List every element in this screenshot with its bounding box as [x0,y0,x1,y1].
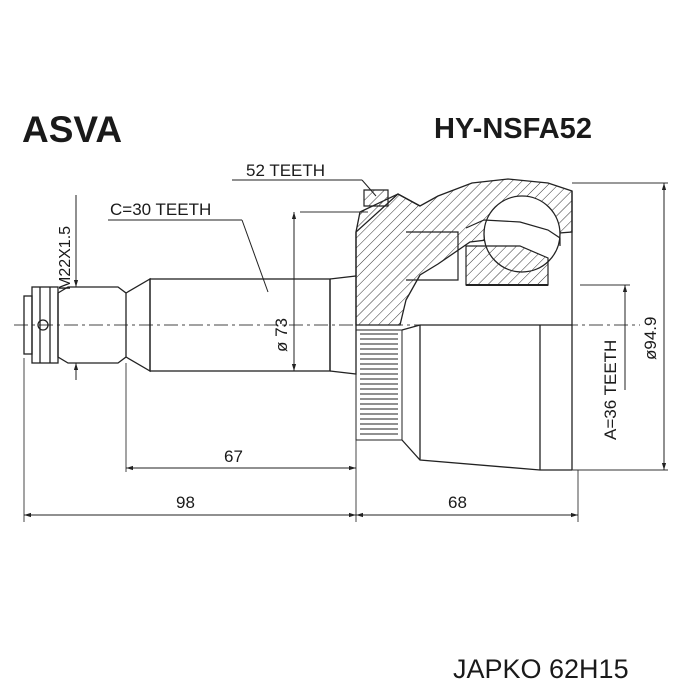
outer-housing [401,324,572,471]
extension-lines [23,182,668,522]
threaded-end [23,277,151,373]
abs-ring [355,329,403,441]
c-teeth-label: C=30 TEETH [110,200,211,219]
abs-teeth-label: 52 TEETH [246,161,325,180]
ball-cage [465,191,573,470]
dim-total-length: 98 [176,493,195,512]
part-number: HY-NSFA52 [434,113,592,145]
outer-diameter-label: ø94.9 [641,317,660,360]
thread-label: M22X1.5 [57,226,74,290]
dim-shaft-length: 67 [224,447,243,466]
shaft-diameter-label: ø 73 [272,318,291,352]
cross-reference: JAPKO 62H15 [453,654,629,684]
dimension-lines [24,183,667,518]
dim-housing-length: 68 [448,493,467,512]
leader-lines [108,179,377,293]
a-teeth-label: A=36 TEETH [601,340,620,440]
brand-name: ASVA [22,109,122,150]
